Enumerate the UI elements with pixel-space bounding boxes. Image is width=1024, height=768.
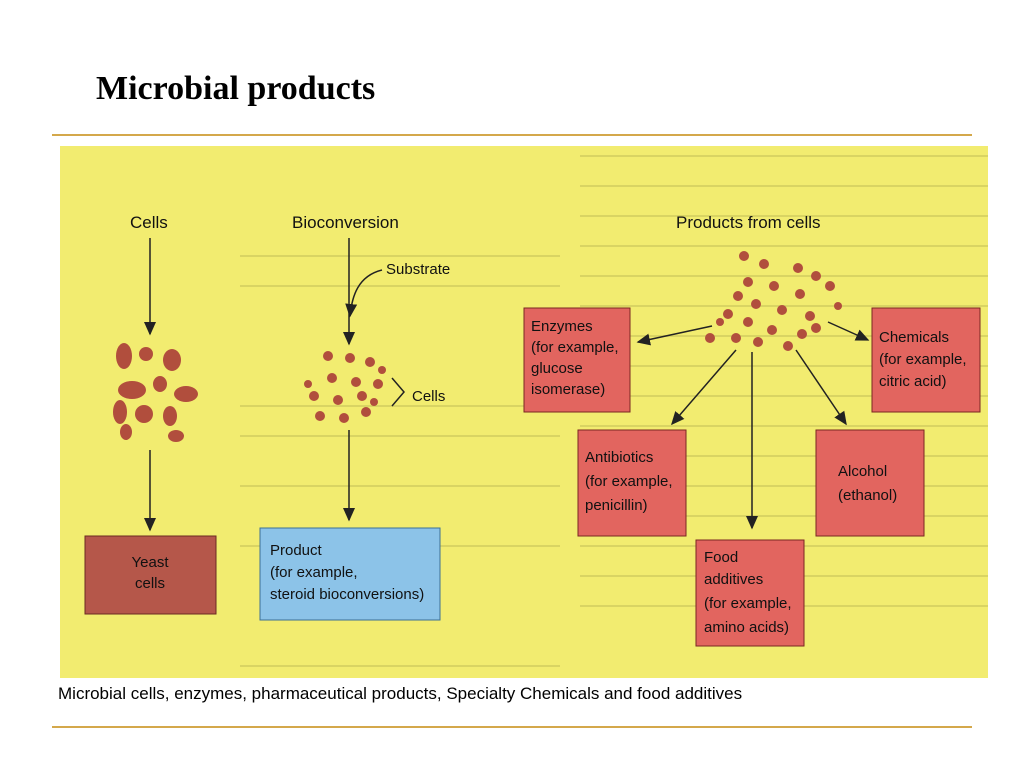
bioconversion-label: Bioconversion [292, 213, 399, 232]
antibiotics-box-line-2: (for example, [585, 473, 673, 490]
food-box-line-1: Food [704, 549, 738, 566]
antibiotics-box-line-3: penicillin) [585, 497, 648, 514]
substrate-label: Substrate [386, 261, 450, 278]
arrow-to-chemicals [827, 321, 870, 341]
microbial-products-figure: Cells Yeast cells Bioconversion Substrat… [60, 146, 988, 678]
food-box-line-4: amino acids) [704, 619, 789, 636]
alcohol-box-line-2: (ethanol) [838, 487, 897, 504]
product-box-line-1: Product [270, 542, 323, 559]
enzymes-box-line-1: Enzymes [531, 318, 593, 335]
products-cell-dots [705, 251, 842, 351]
enzymes-box-line-4: isomerase) [531, 381, 605, 398]
yeast-box-line-1: Yeast [132, 554, 170, 571]
diagram-svg: Cells Yeast cells Bioconversion Substrat… [84, 155, 988, 667]
bioconversion-cell-dots [304, 351, 386, 423]
arrow-to-alcohol [795, 349, 847, 426]
yeast-cells-box [84, 535, 217, 615]
yeast-cells-illustration [113, 343, 198, 442]
food-box-line-3: (for example, [704, 595, 792, 612]
chemicals-box [871, 307, 981, 413]
food-additives-box [695, 539, 805, 647]
enzymes-box-line-2: (for example, [531, 339, 619, 356]
product-box [259, 527, 441, 621]
chemicals-box-line-3: citric acid) [879, 373, 947, 390]
top-divider [52, 134, 972, 136]
antibiotics-box-line-1: Antibiotics [585, 449, 653, 466]
products-from-cells-label: Products from cells [676, 213, 821, 232]
figure-caption: Microbial cells, enzymes, pharmaceutical… [58, 684, 743, 703]
slide-title: Microbial products [96, 70, 376, 107]
enzymes-box [523, 307, 631, 413]
cells-small-label: Cells [412, 388, 445, 405]
cells-bracket [391, 377, 405, 407]
chemicals-box-line-1: Chemicals [879, 329, 949, 346]
product-box-line-3: steroid bioconversions) [270, 586, 424, 603]
food-box-line-2: additives [704, 571, 763, 588]
bottom-divider [52, 726, 972, 728]
antibiotics-box [577, 429, 687, 537]
chemicals-box-line-2: (for example, [879, 351, 967, 368]
substrate-arrow [345, 269, 383, 318]
cells-label: Cells [130, 213, 168, 232]
alcohol-box [815, 429, 925, 537]
arrow-to-antibiotics [671, 349, 737, 426]
alcohol-box-line-1: Alcohol [838, 463, 887, 480]
arrow-to-enzymes [636, 325, 713, 346]
enzymes-box-line-3: glucose [531, 360, 583, 377]
yeast-box-line-2: cells [135, 575, 165, 592]
product-box-line-2: (for example, [270, 564, 358, 581]
